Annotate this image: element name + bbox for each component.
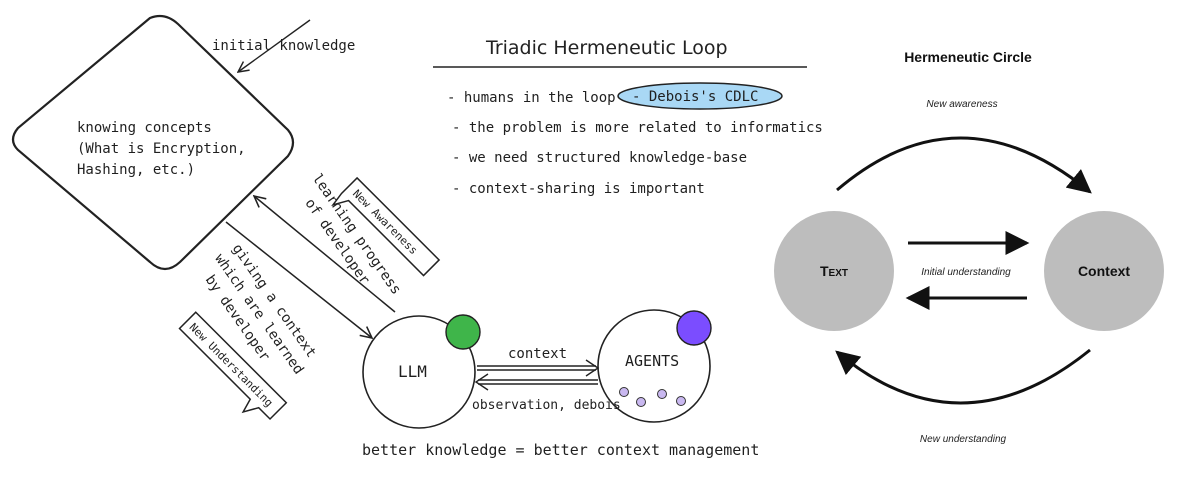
context-label: context: [508, 346, 567, 362]
triadic-loop-diagram: initial knowledge knowing concepts (What…: [11, 14, 823, 459]
agent-dot: [619, 387, 629, 397]
concepts-line: (What is Encryption,: [77, 141, 246, 157]
bottom-caption: better knowledge = better context manage…: [362, 441, 759, 459]
giving-context-text: giving a context which are learned by de…: [195, 239, 328, 395]
initial-knowledge-arrow: [238, 19, 311, 72]
bullet-item: - context-sharing is important: [452, 181, 705, 197]
agent-dot: [657, 389, 667, 399]
context-node: [1044, 211, 1164, 331]
context-node-label: Context: [1078, 263, 1130, 279]
bullet-item: - humans in the loop: [447, 90, 616, 106]
new-awareness-arc: [836, 136, 1092, 194]
initial-knowledge-label: initial knowledge: [212, 38, 355, 54]
hermeneutic-circle-diagram: Hermeneutic Circle New awareness Text Co…: [774, 49, 1164, 445]
cdlc-badge: [617, 82, 783, 110]
giving-context-arrow: [225, 221, 372, 338]
llm-node: [362, 315, 476, 429]
agents-label: AGENTS: [625, 352, 679, 370]
bullet-item: - the problem is more related to informa…: [452, 120, 823, 136]
text-node-label: Text: [820, 263, 848, 279]
triadic-title: Triadic Hermeneutic Loop: [485, 37, 728, 59]
concepts-text: knowing concepts (What is Encryption, Ha…: [77, 120, 254, 178]
learning-progress-arrow: [254, 196, 396, 313]
new-understanding-tag-label: New Understanding: [187, 321, 276, 410]
concepts-diamond: [11, 14, 295, 271]
agent-dot: [676, 396, 686, 406]
new-understanding-arc: [835, 348, 1091, 405]
cdlc-label: - Debois's CDLC: [632, 89, 758, 105]
initial-understanding-label: Initial understanding: [921, 267, 1011, 278]
llm-status-dot: [445, 314, 481, 350]
concepts-line: Hashing, etc.): [77, 162, 195, 178]
concepts-line: knowing concepts: [77, 120, 212, 136]
llm-label: LLM: [398, 362, 427, 381]
agents-status-dot: [676, 310, 712, 346]
agent-dots: [619, 387, 686, 407]
text-node: [774, 211, 894, 331]
new-understanding-label: New understanding: [920, 434, 1007, 445]
new-awareness-label: New awareness: [926, 99, 997, 110]
bullet-item: - we need structured knowledge-base: [452, 150, 747, 166]
hermeneutic-title: Hermeneutic Circle: [904, 49, 1032, 65]
observation-label: observation, debois: [472, 398, 621, 413]
text-node-word: Text: [820, 263, 848, 279]
context-arrow: [477, 359, 600, 377]
agent-dot: [636, 397, 646, 407]
observation-arrow: [474, 373, 598, 391]
